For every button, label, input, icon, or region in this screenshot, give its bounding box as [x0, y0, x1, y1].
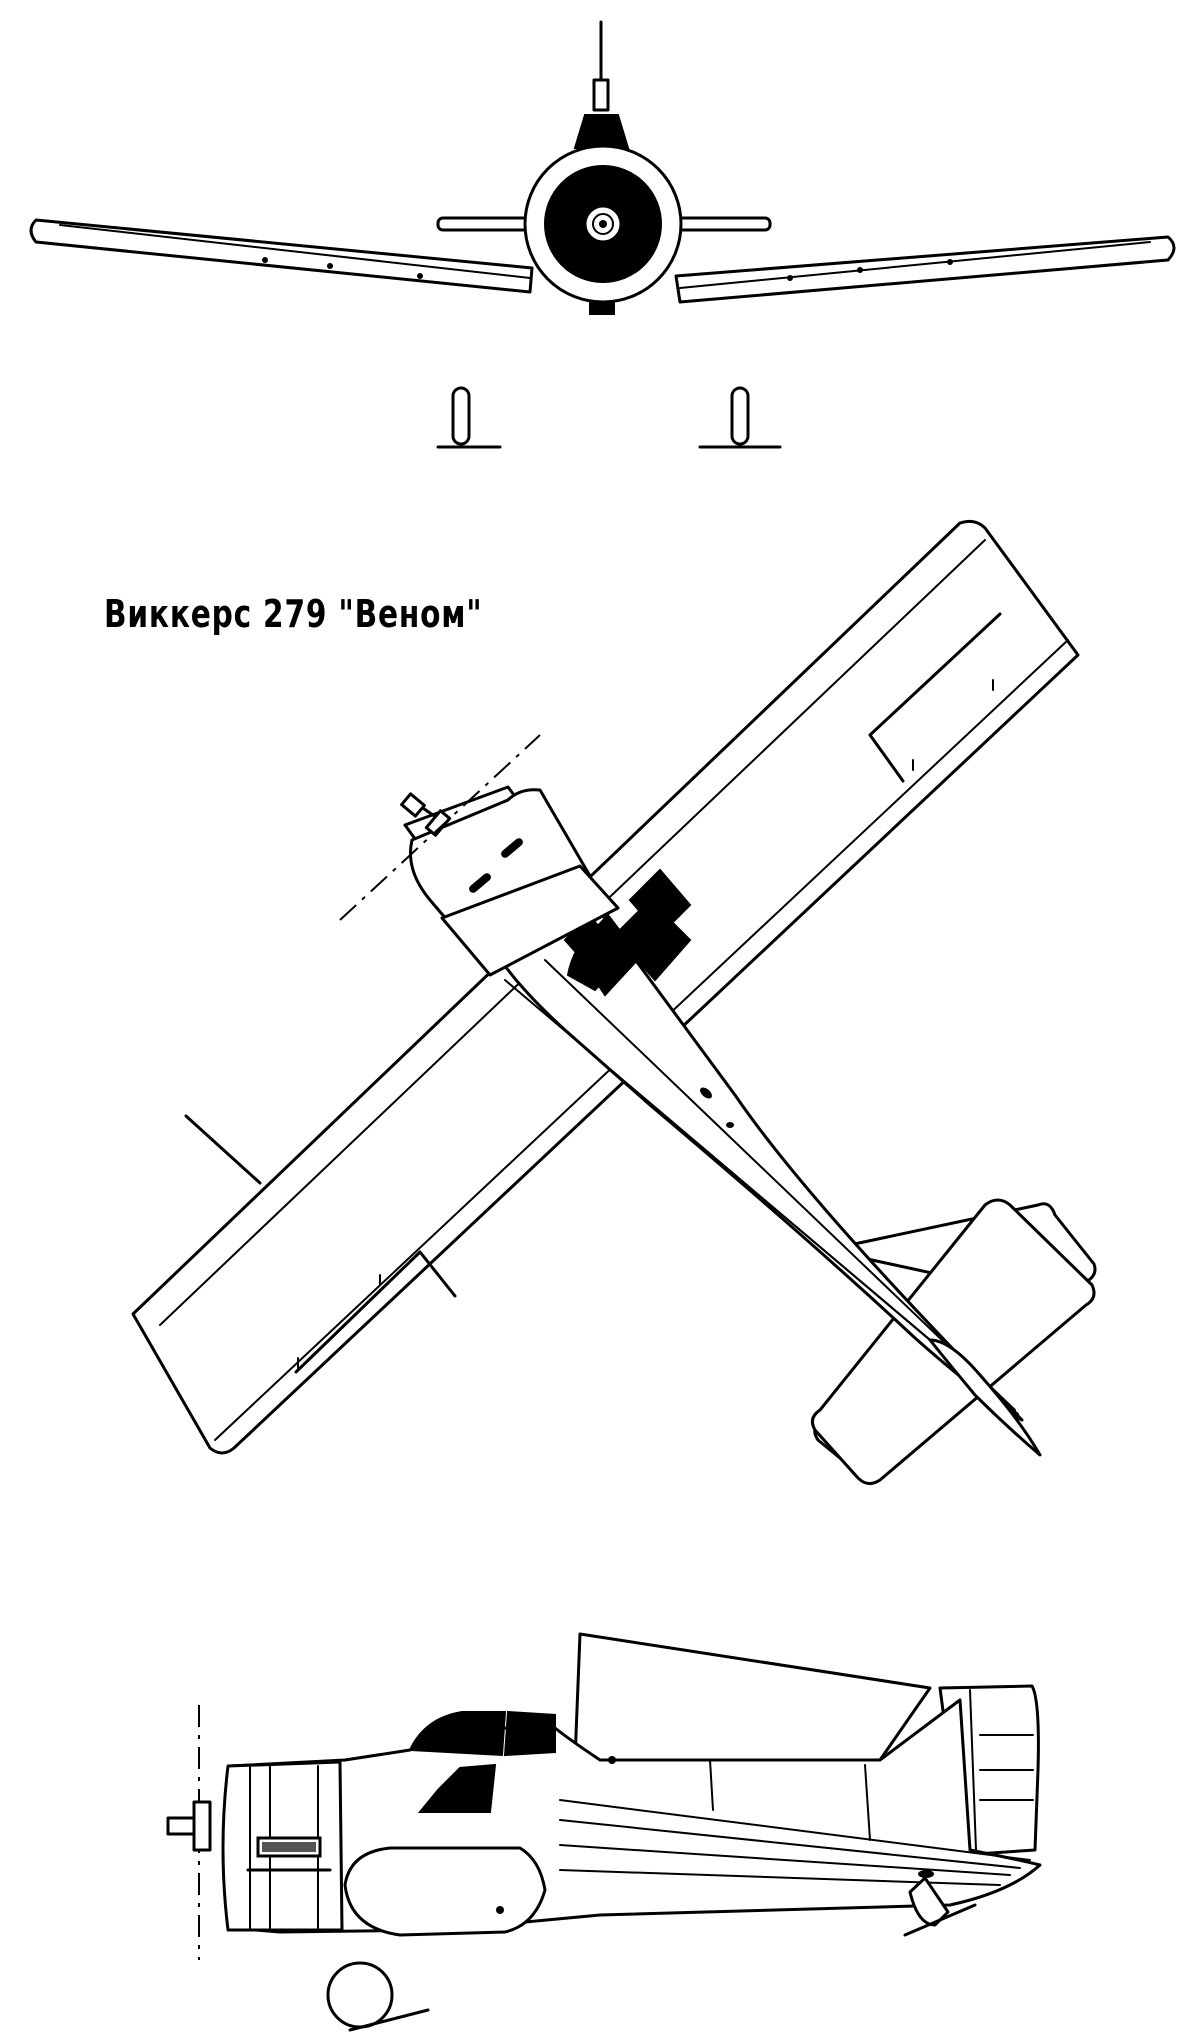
side-view — [166, 1632, 1042, 2032]
pitot-tube — [184, 1114, 262, 1185]
landing-gear-front — [436, 386, 782, 449]
cowling-slots — [469, 838, 523, 893]
main-wheel-side — [326, 1961, 430, 2032]
propeller-side — [166, 1705, 212, 1960]
aircraft-title: Виккерс 279 "Веном" — [104, 592, 483, 636]
engine-ring — [440, 864, 620, 977]
tailplane-surface — [810, 1198, 1096, 1485]
tailplane-left — [436, 216, 530, 232]
top-view — [131, 519, 1097, 1485]
wing-hinges — [297, 679, 994, 1371]
antenna-base — [592, 78, 610, 112]
spinner-tip — [166, 1816, 196, 1836]
rudder-ribs — [979, 1734, 1034, 1801]
tailplane-right — [674, 216, 772, 232]
front-view — [29, 20, 1176, 449]
tail-cone-top — [928, 1338, 1042, 1457]
canopy-top — [563, 868, 692, 997]
propeller-hub-side — [192, 1800, 212, 1852]
wing-right — [674, 235, 1176, 304]
wing-root-fairing — [343, 1846, 547, 1937]
propeller-spinner — [400, 792, 452, 837]
aileron-left — [294, 1250, 457, 1374]
aileron-right — [868, 612, 1002, 783]
tail-wheel-front — [589, 301, 615, 315]
canopy-front — [573, 114, 630, 149]
tail-wheel-side — [908, 1876, 950, 1927]
canopy-side — [408, 1710, 556, 1813]
prop-centerline — [339, 734, 541, 921]
tailplane-side — [573, 1632, 932, 1762]
wing-markers — [262, 257, 953, 281]
exhaust-grille — [262, 1842, 316, 1852]
wing-left — [29, 218, 534, 294]
